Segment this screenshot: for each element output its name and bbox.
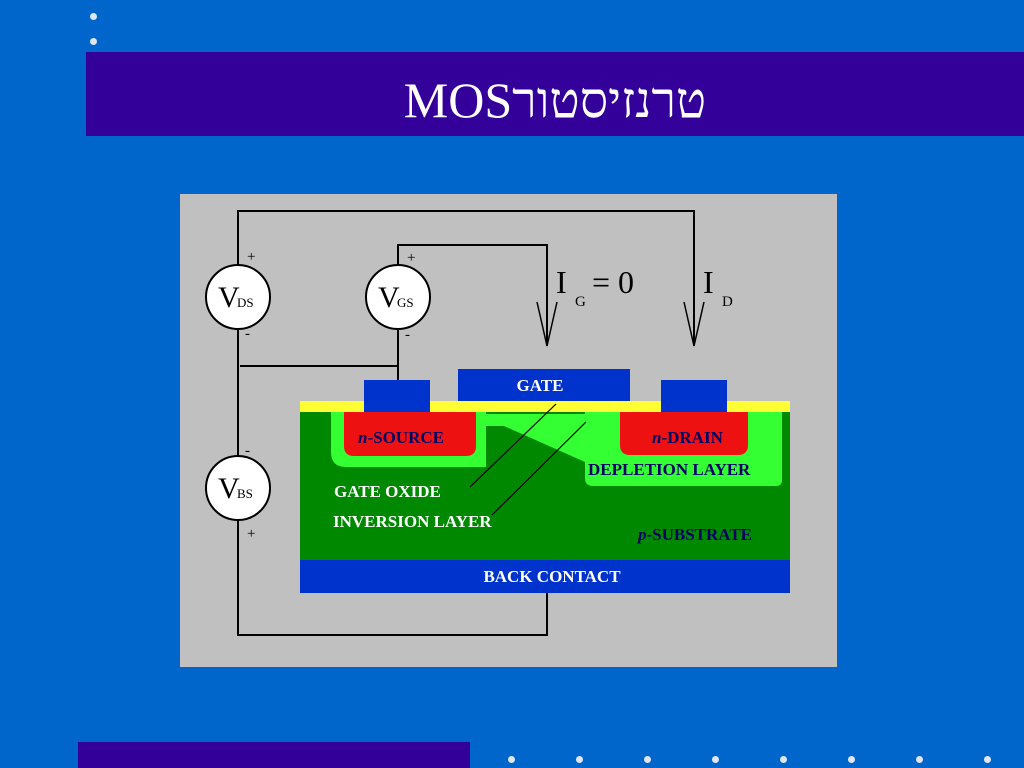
source-n-label: n bbox=[358, 428, 367, 447]
source-contact bbox=[364, 380, 430, 412]
vgs-plus-sign: + bbox=[407, 250, 415, 266]
back-contact-label: BACK CONTACT bbox=[483, 567, 621, 586]
drain-label: n-DRAIN bbox=[652, 428, 724, 447]
vgs-v-label: V bbox=[378, 281, 400, 314]
substrate-p-label: p bbox=[636, 525, 647, 544]
vds-plus-sign: + bbox=[247, 249, 255, 265]
decor-dot bbox=[916, 756, 923, 763]
vbs-v-label: V bbox=[218, 472, 240, 505]
oxide-layer bbox=[300, 401, 790, 412]
drain-n-label: n bbox=[652, 428, 661, 447]
id-sub-label: D bbox=[722, 294, 733, 310]
decor-dot bbox=[644, 756, 651, 763]
vbs-plus-sign: + bbox=[247, 526, 255, 542]
ig-value-label: = 0 bbox=[592, 264, 634, 300]
decor-dot bbox=[576, 756, 583, 763]
decor-dot bbox=[848, 756, 855, 763]
inversion-channel bbox=[486, 414, 585, 462]
gate-label: GATE bbox=[517, 376, 564, 395]
n-drain-region bbox=[620, 412, 748, 455]
decor-dot bbox=[780, 756, 787, 763]
vds-sub-label: DS bbox=[237, 295, 254, 310]
back-contact-layer bbox=[300, 560, 790, 593]
mos-diagram-svg: V DS + - V GS + - V BS - + I G = 0 I D G… bbox=[205, 210, 790, 636]
source-label: n-SOURCE bbox=[358, 428, 444, 447]
current-arrows bbox=[536, 301, 705, 347]
n-source-region bbox=[344, 412, 476, 456]
id-i-label: I bbox=[703, 264, 714, 300]
source-text-label: -SOURCE bbox=[367, 428, 444, 447]
vbs-sub-label: BS bbox=[237, 486, 253, 501]
vds-minus-sign: - bbox=[245, 326, 250, 342]
ig-i-label: I bbox=[556, 264, 567, 300]
vds-v-label: V bbox=[218, 281, 240, 314]
inversion-layer-label: INVERSION LAYER bbox=[333, 512, 492, 531]
depletion-layer-label: DEPLETION LAYER bbox=[588, 460, 751, 479]
ig-sub-label: G bbox=[575, 294, 586, 310]
decor-dot bbox=[712, 756, 719, 763]
substrate-text-label: -SUBSTRATE bbox=[647, 525, 753, 544]
decor-dot bbox=[984, 756, 991, 763]
gate-oxide-label: GATE OXIDE bbox=[334, 482, 441, 501]
decor-dot bbox=[90, 13, 97, 20]
decor-dot bbox=[508, 756, 515, 763]
vgs-minus-sign: - bbox=[405, 327, 410, 343]
drain-text-label: -DRAIN bbox=[661, 428, 723, 447]
decor-dot bbox=[90, 38, 97, 45]
vgs-sub-label: GS bbox=[397, 295, 414, 310]
vbs-minus-sign: - bbox=[245, 443, 250, 459]
gate-oxide-pointer bbox=[469, 403, 557, 488]
vds-meter: V DS bbox=[205, 264, 271, 330]
drain-contact bbox=[661, 380, 727, 412]
substrate-label: p-SUBSTRATE bbox=[636, 525, 752, 544]
mos-transistor-diagram: V DS + - V GS + - V BS - + I G = 0 I D G… bbox=[180, 194, 837, 667]
inversion-layer-pointer bbox=[491, 421, 587, 516]
circuit-wires bbox=[237, 210, 695, 636]
slide-title: טרנזיסטורMOS bbox=[403, 72, 707, 128]
vbs-meter: V BS bbox=[205, 455, 271, 521]
vgs-meter: V GS bbox=[365, 264, 431, 330]
footer-band bbox=[78, 742, 470, 768]
gate-electrode bbox=[458, 369, 630, 401]
title-band: טרנזיסטורMOS bbox=[86, 52, 1024, 136]
